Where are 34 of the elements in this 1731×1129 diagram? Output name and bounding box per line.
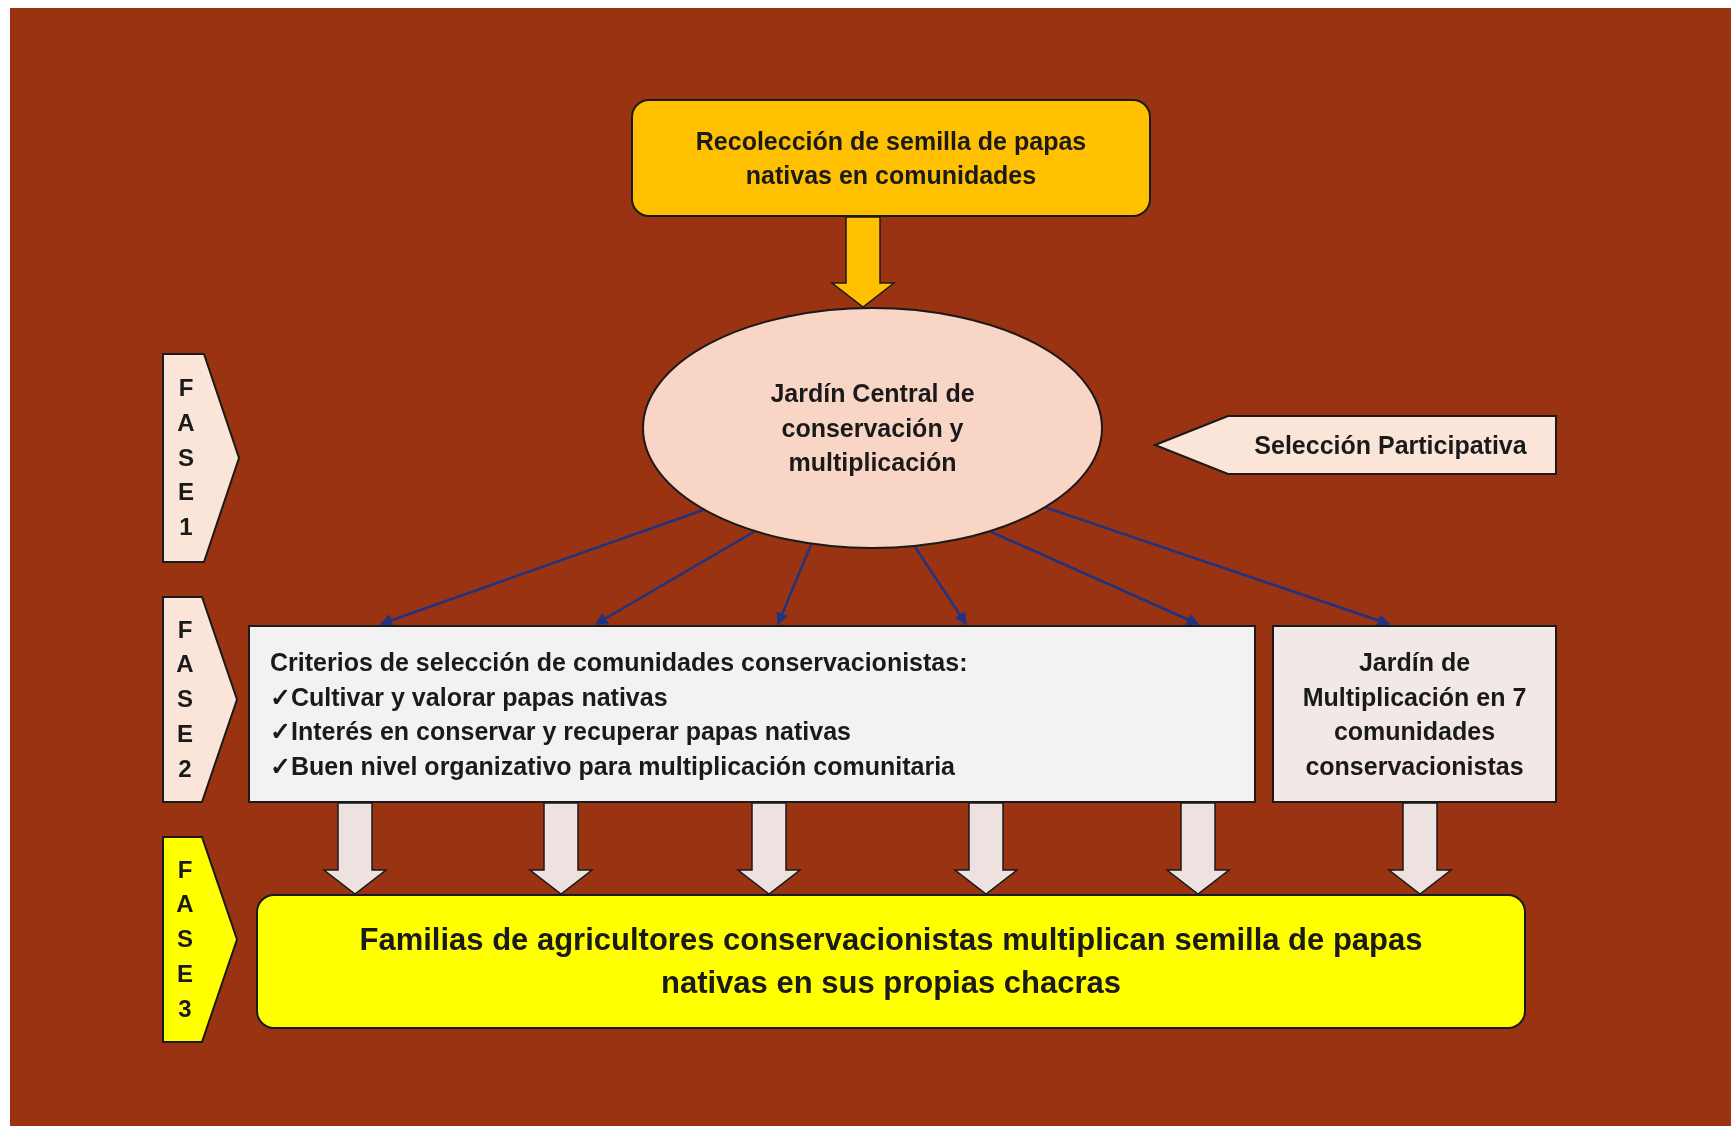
block-arrow [1386,802,1454,895]
arrow [776,544,813,626]
criterion-item: ✓Interés en conservar y recuperar papas nativas [270,716,851,747]
ellipse-node [642,307,1103,549]
arrow [594,530,755,626]
phase-label: FASE 3 [175,854,195,1024]
arrow [990,530,1200,626]
arrow [1045,506,1391,627]
process-box [1272,625,1557,803]
phase-tab [162,353,240,563]
node-text: Selección Participativa [1254,429,1527,461]
arrow [379,508,704,627]
phase-label: FASE 2 [175,614,195,784]
block-arrow [952,802,1020,895]
block-arrow [735,802,803,895]
criterion-item: ✓Cultivar y valorar papas nativas [270,681,668,713]
block-arrow [527,802,595,895]
criterion-item: ✓Buen nivel organizativo para multiplicación comunitaria [270,750,956,782]
node-text: Recolección de semilla de papas nativas en comunidades [694,125,1088,191]
pentagon-arrow-shape [1154,415,1557,475]
node-text: Jardín de Multiplicación en 7 comunidades conservacionistas [1301,647,1528,782]
arrow [913,546,968,626]
block-arrow [321,802,389,895]
phase-tab [162,596,238,803]
phase-label: FASE 1 [176,373,196,543]
node-text: Jardín Central de conservación y multiplicación [769,378,976,479]
process-box [631,99,1151,217]
block-arrow [1164,802,1232,895]
node-text: Familias de agricultores conservacionistas multiplican semilla de papas nativas en sus propias chacras [358,920,1424,1002]
process-box [256,894,1526,1029]
phase-tab [162,836,238,1043]
node-text: Criterios de selección de comunidades conservacionistas: [270,647,968,678]
block-arrow [829,216,897,309]
process-box [248,625,1256,803]
